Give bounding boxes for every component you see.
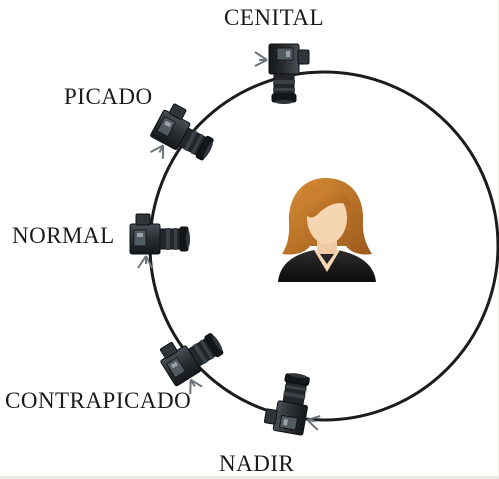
camera-icon xyxy=(142,99,223,178)
label-contrapicado: CONTRAPICADO xyxy=(5,388,192,413)
label-nadir: NADIR xyxy=(219,451,295,476)
label-normal: NORMAL xyxy=(12,223,115,248)
camera-icon xyxy=(262,368,328,439)
camera-icon xyxy=(129,213,191,269)
camera-picado xyxy=(142,99,223,178)
label-cenital: CENITAL xyxy=(224,5,325,30)
camera-normal xyxy=(129,213,191,269)
woman-avatar-icon xyxy=(278,178,376,282)
label-picado: PICADO xyxy=(64,84,153,109)
camera-nadir xyxy=(262,368,328,439)
